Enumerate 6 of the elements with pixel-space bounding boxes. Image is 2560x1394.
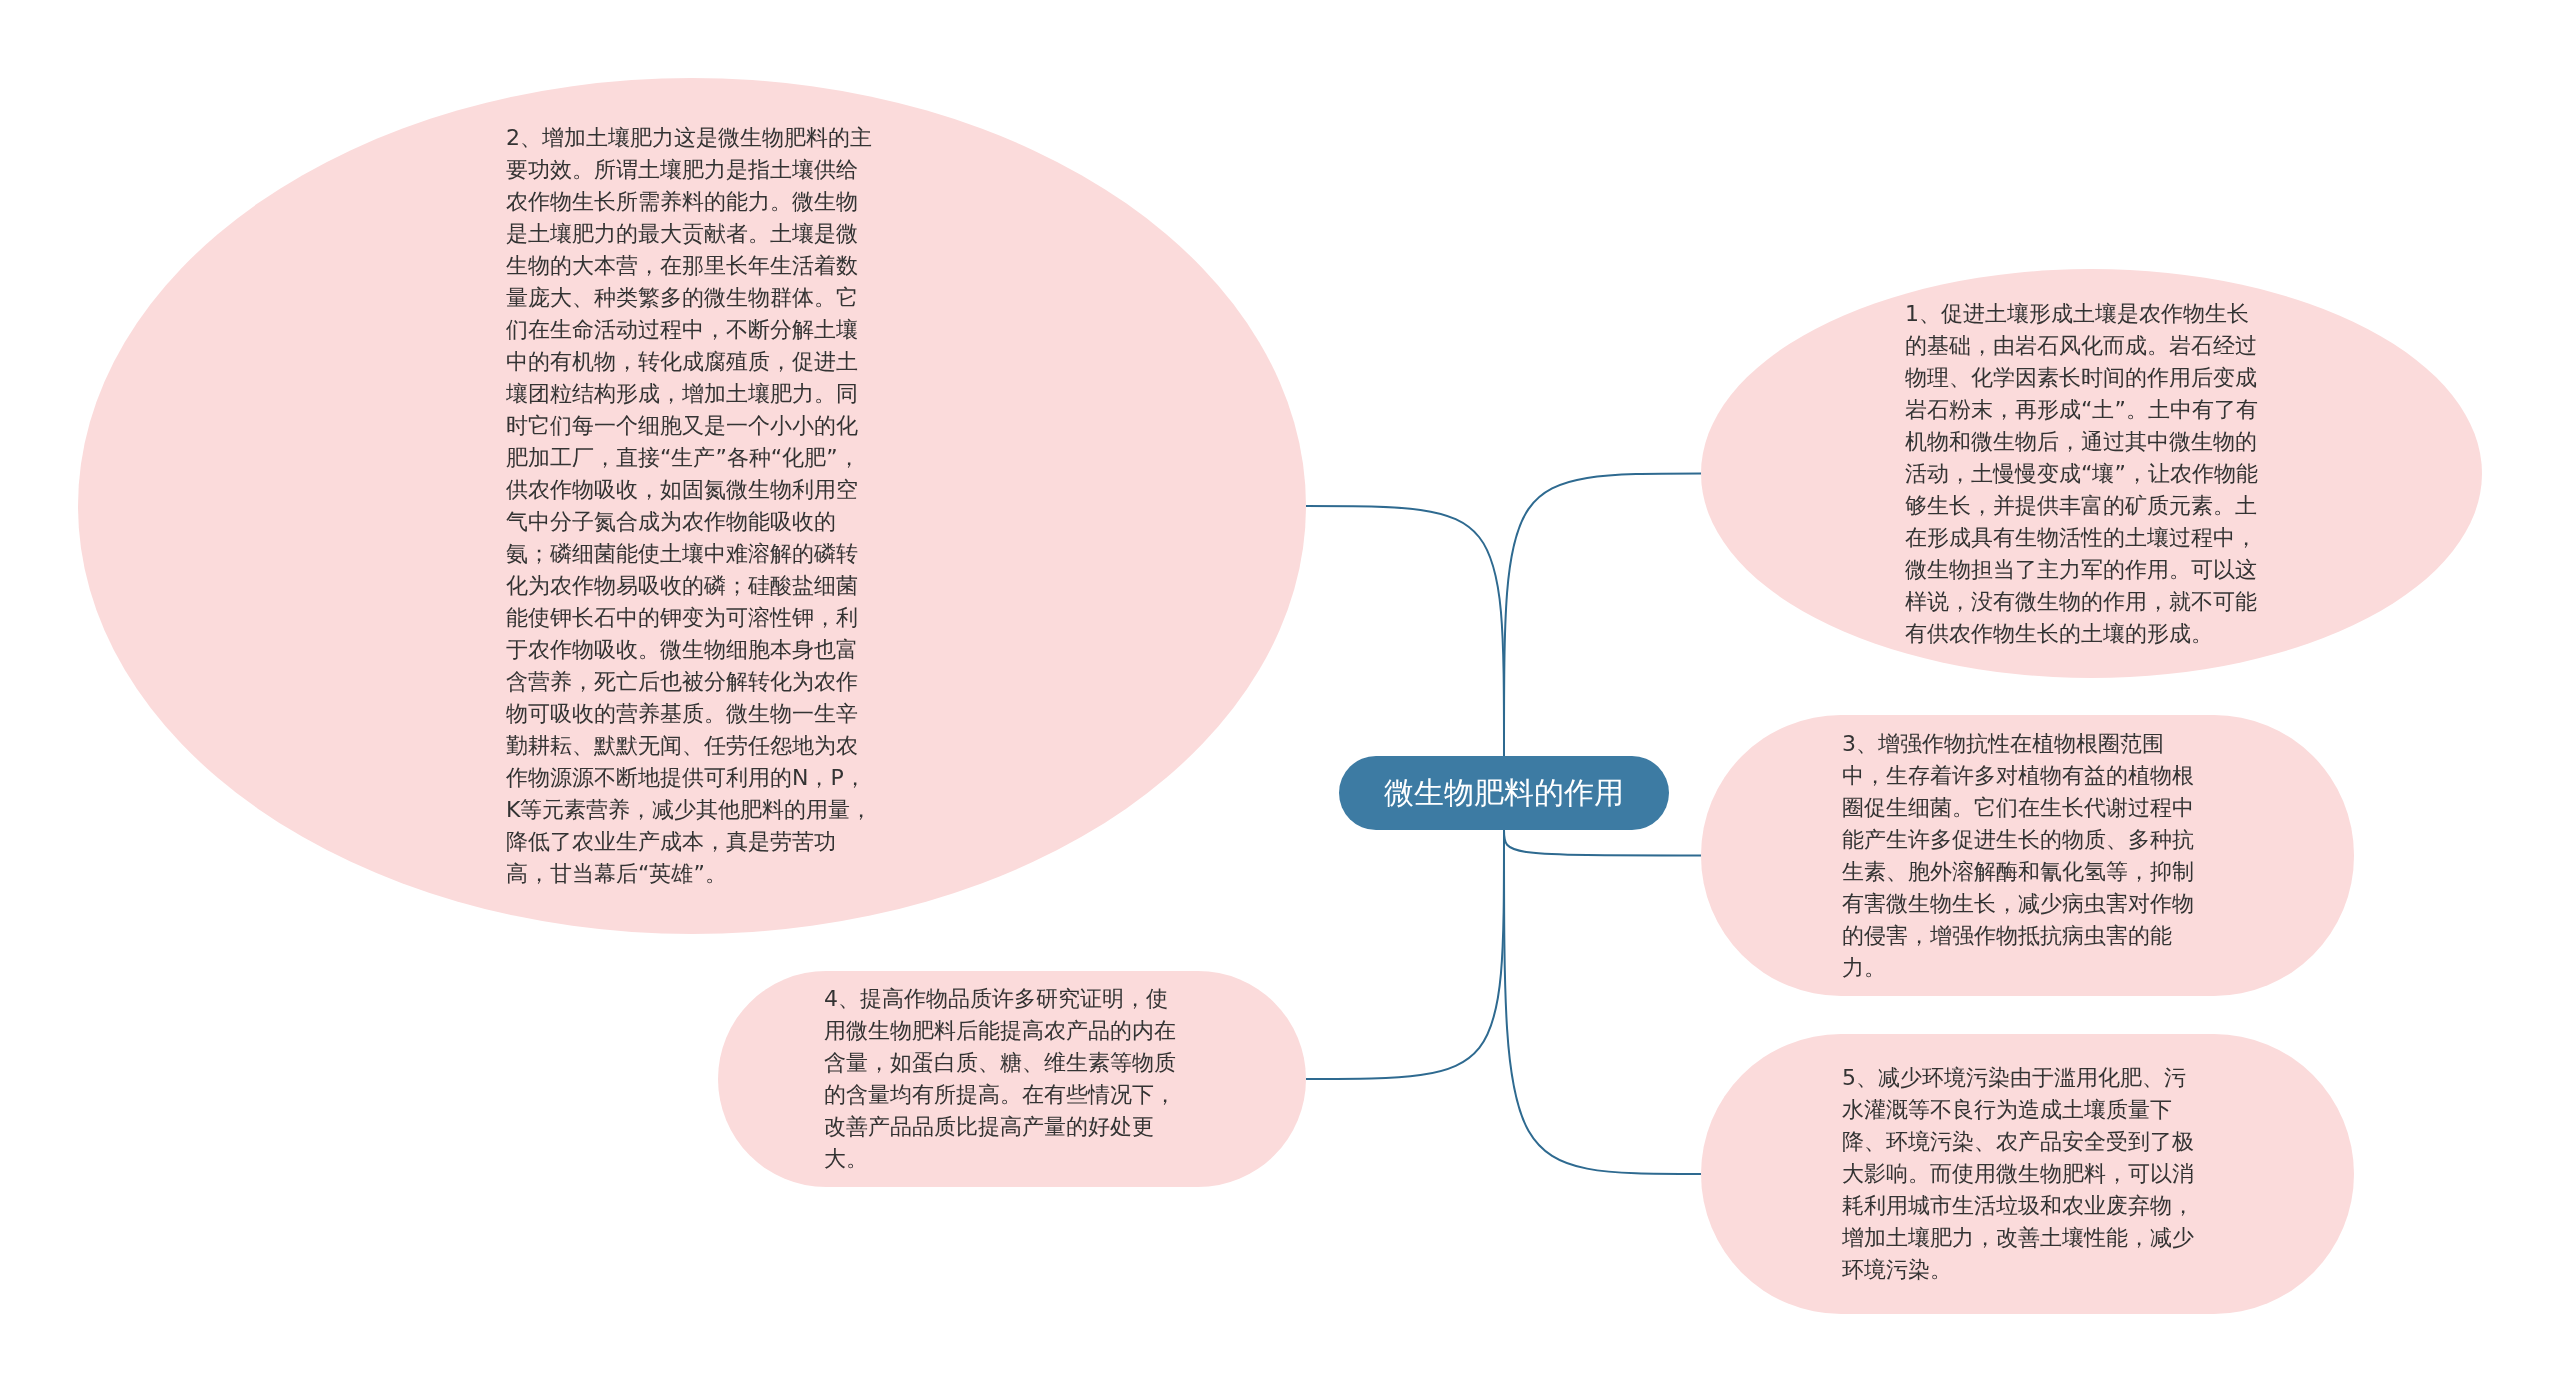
topic-bubble: 2、增加土壤肥力这是微生物肥料的主要功效。所谓土壤肥力是指土壤供给农作物生长所需养料的能力。微生物是土壤肥力的最大贡献者。土壤是微生物的大本营，在那里长年生活着数量庞大、种类繁多的微生物群体。它们在生命活动过程中，不断分解土壤中的有机物，转化成腐殖质，促进土壤团粒结构形成，增加土壤肥力。同时它们每一个细胞又是一个小小的化肥加工厂，直接“生产”各种“化肥”，供农作物吸收，如固氮微生物利用空气中分子氮合成为农作物能吸收的氨；磷细菌能使土壤中难溶解的磷转化为农作物易吸收的磷；硅酸盐细菌能使钾长石中的钾变为可溶性钾，利于农作物吸收。微生物细胞本身也富含营养，死亡后也被分解转化为农作物可吸收的营养基质。微生物一生辛勤耕耘、默默无闻、任劳任怨地为农作物源源不断地提供可利用的N，P，K等元素营养，减少其他肥料的用量，降低了农业生产成本，真是劳苦功高，甘当幕后“英雄”。 [78, 78, 1306, 934]
topic-bubble: 4、提高作物品质许多研究证明，使用微生物肥料后能提高农产品的内在含量，如蛋白质、糖、维生素等物质的含量均有所提高。在有些情况下，改善产品品质比提高产量的好处更大。 [718, 971, 1306, 1187]
central-topic: 微生物肥料的作用 [1339, 756, 1669, 830]
topic-bubble: 1、促进土壤形成土壤是农作物生长的基础，由岩石风化而成。岩石经过物理、化学因素长时间的作用后变成岩石粉末，再形成“土”。土中有了有机物和微生物后，通过其中微生物的活动，土慢慢变成“壤”，让农作物能够生长，并提供丰富的矿质元素。土在形成具有生物活性的土壤过程中，微生物担当了主力军的作用。可以这样说，没有微生物的作用，就不可能有供农作物生长的土壤的形成。 [1701, 269, 2482, 678]
topic-bubble: 5、减少环境污染由于滥用化肥、污水灌溉等不良行为造成土壤质量下降、环境污染、农产品安全受到了极大影响。而使用微生物肥料，可以消耗利用城市生活垃圾和农业废弃物，增加土壤肥力，改善土壤性能，减少环境污染。 [1701, 1034, 2354, 1314]
topic-bubble: 3、增强作物抗性在植物根圈范围中，生存着许多对植物有益的植物根圈促生细菌。它们在生长代谢过程中能产生许多促进生长的物质、多种抗生素、胞外溶解酶和氰化氢等，抑制有害微生物生长，减少病虫害对作物的侵害，增强作物抵抗病虫害的能力。 [1701, 715, 2354, 996]
